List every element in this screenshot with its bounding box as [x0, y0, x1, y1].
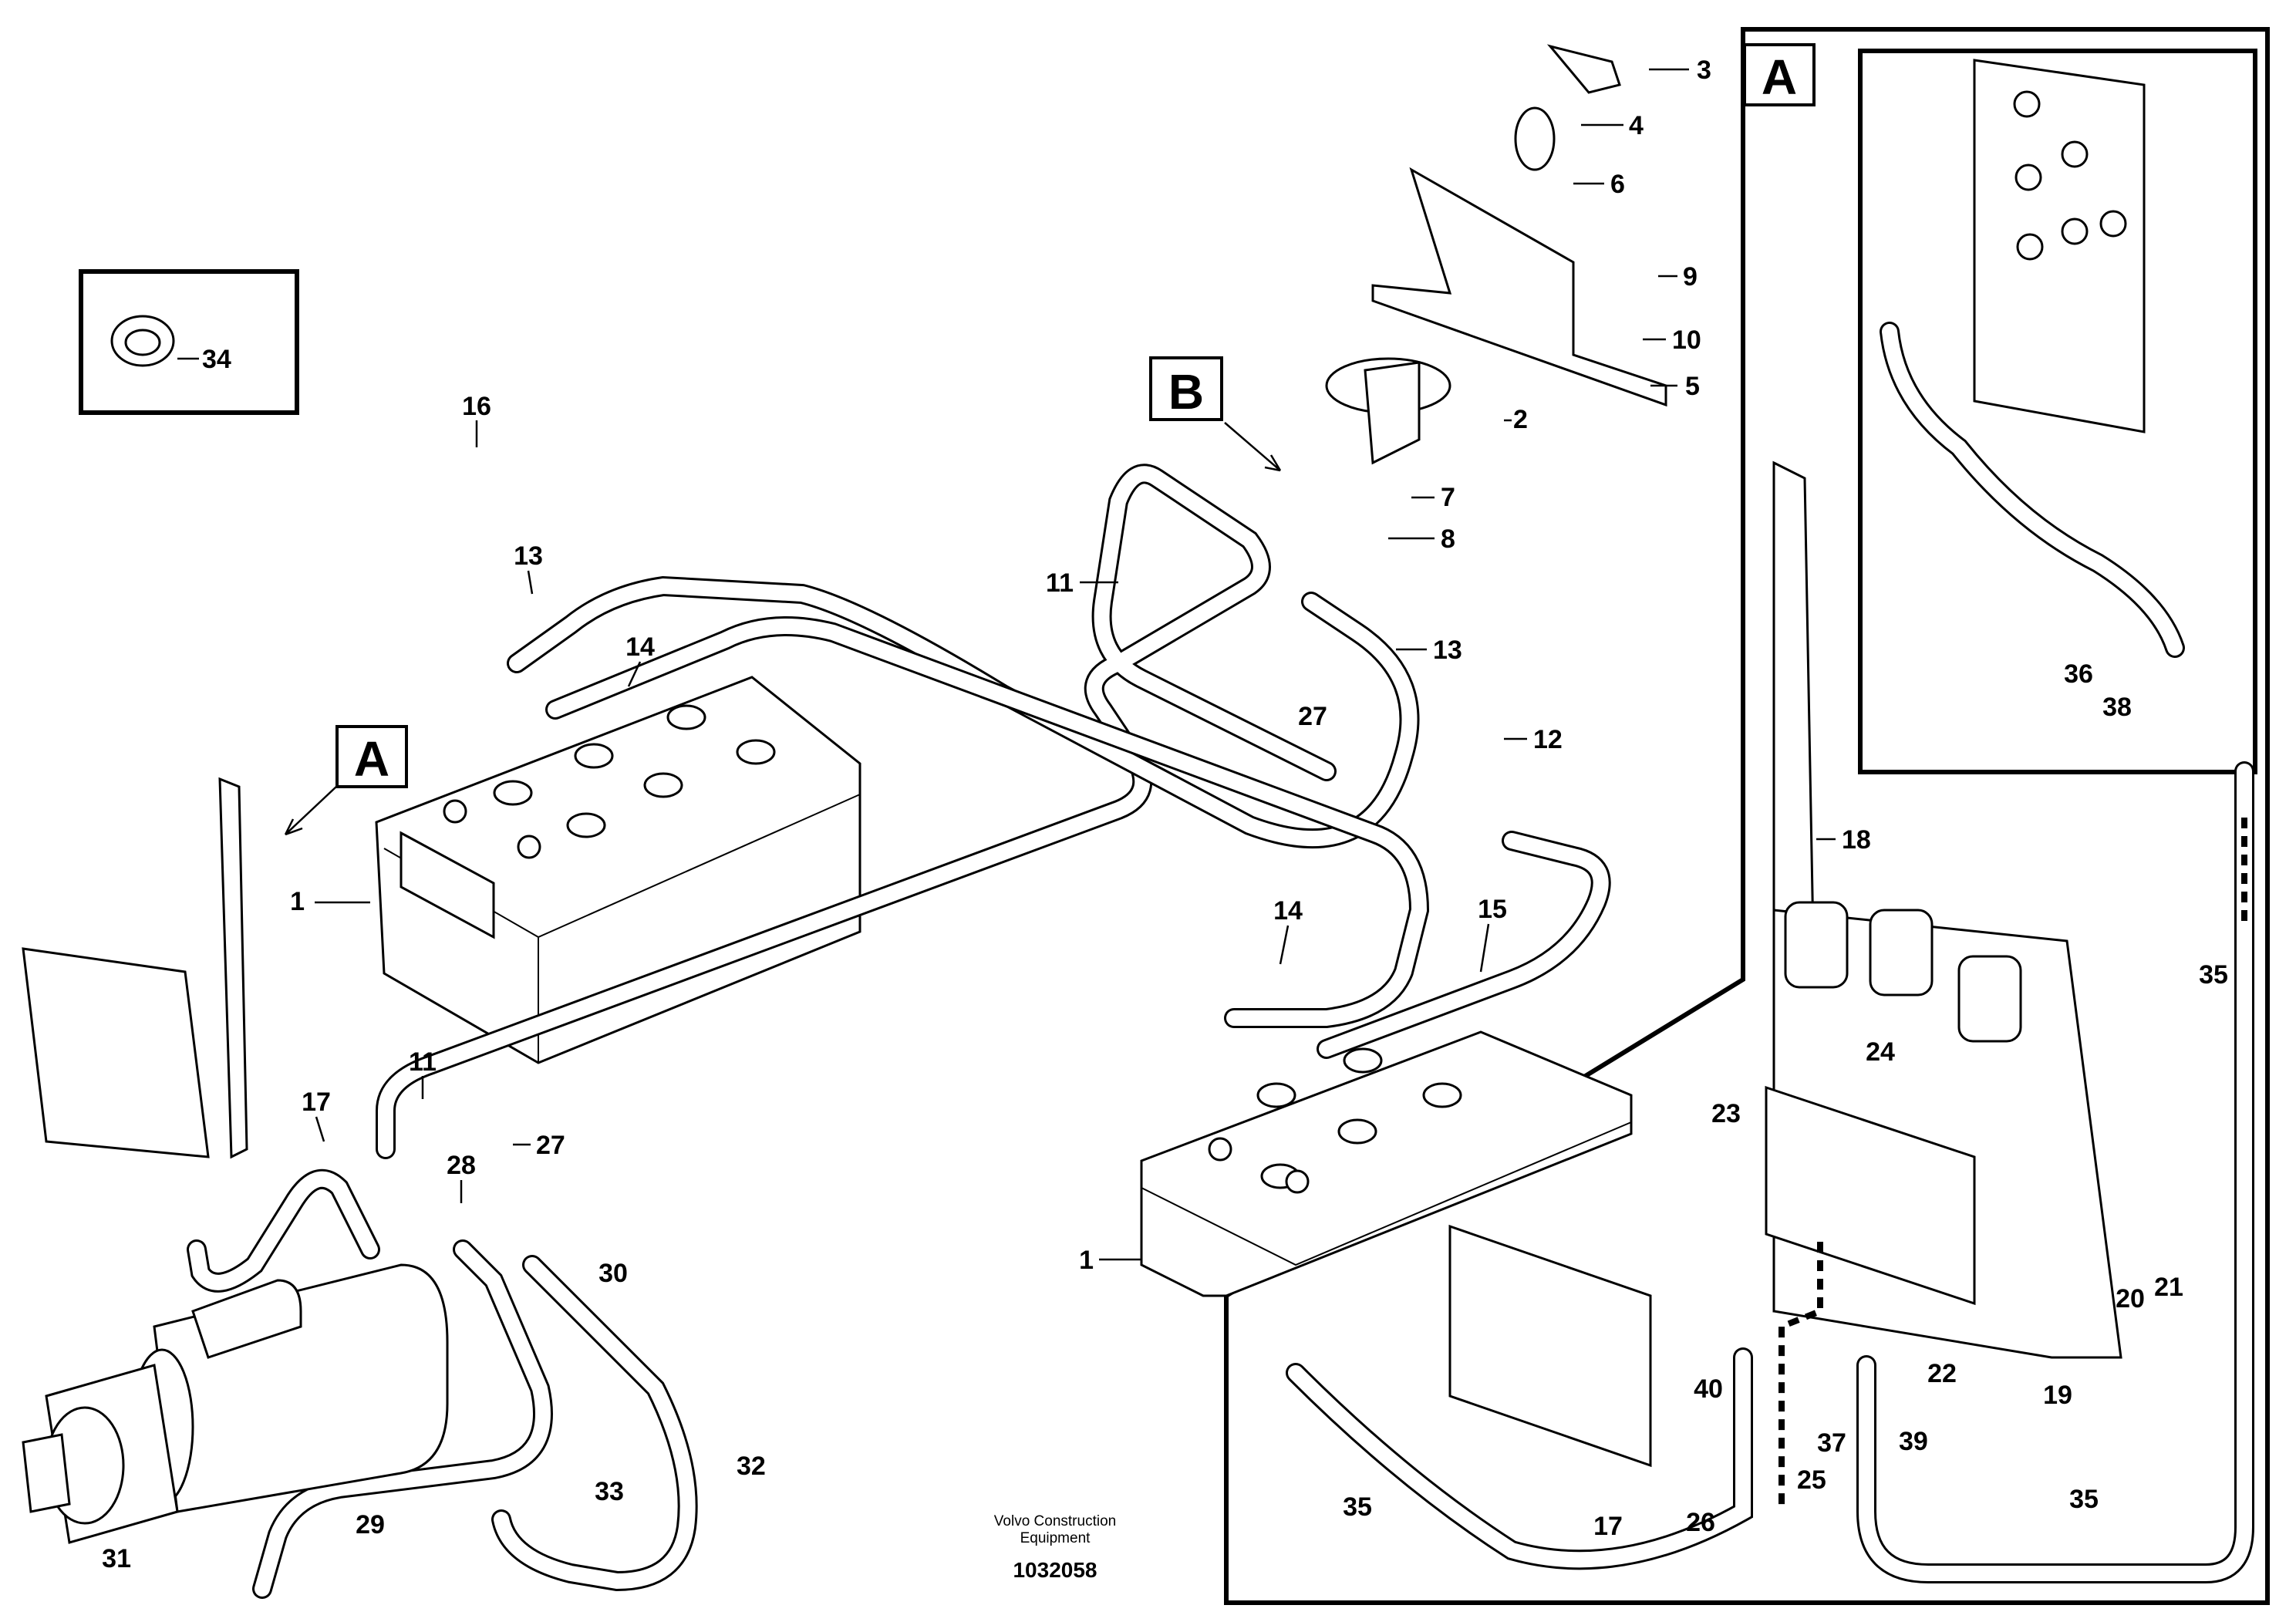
callout-26: 26	[1686, 1508, 1715, 1537]
callout-34: 34	[202, 345, 231, 374]
callout-17-left: 17	[302, 1088, 331, 1117]
cable-17-left	[187, 1168, 380, 1293]
callout-35-left: 35	[1343, 1492, 1372, 1522]
detail-a-left-tag: A	[335, 725, 408, 788]
callout-20: 20	[2116, 1284, 2145, 1313]
cable-13	[507, 575, 1420, 849]
callout-4: 4	[1629, 111, 1644, 140]
mounting-plate-left	[22, 777, 248, 1159]
callout-11-top: 11	[1046, 568, 1074, 598]
cable-17-detail	[1286, 1347, 1753, 1570]
grommet-part-34	[110, 315, 175, 367]
callout-33: 33	[595, 1477, 624, 1506]
callout-6: 6	[1610, 170, 1625, 199]
document-number: 1032058	[1013, 1558, 1097, 1582]
callout-8: 8	[1441, 524, 1455, 554]
callout-22: 22	[1927, 1359, 1957, 1388]
part-34-inset-frame	[79, 269, 299, 415]
battery-switch	[1325, 44, 1621, 465]
callout-12: 12	[1533, 725, 1563, 754]
callout-14-top: 14	[625, 632, 655, 662]
callout-37: 37	[1817, 1428, 1846, 1458]
starter-motor	[22, 1263, 449, 1544]
callout-39: 39	[1899, 1427, 1928, 1456]
callout-2: 2	[1513, 405, 1528, 434]
cable-14-top	[545, 616, 1430, 1028]
callout-23: 23	[1711, 1099, 1741, 1128]
detail-a-inset-frame	[1858, 49, 2257, 774]
callout-7: 7	[1441, 483, 1455, 512]
callout-13-top: 13	[514, 541, 543, 571]
cable-11-long	[376, 464, 1337, 1159]
leader-lines	[177, 68, 1836, 1261]
detail-a-frame	[1224, 27, 2270, 1605]
detail-b-tag: B	[1149, 356, 1223, 421]
cable-29	[252, 1239, 553, 1599]
callout-32: 32	[737, 1452, 766, 1481]
callout-1-bottom: 1	[1079, 1246, 1094, 1275]
callout-16: 16	[462, 392, 491, 421]
callout-27-left: 27	[536, 1131, 565, 1160]
callout-35-top: 35	[2199, 960, 2228, 990]
credit-line-1: Volvo Construction	[994, 1513, 1116, 1529]
detail-a-tag: A	[1743, 43, 1816, 106]
callout-24: 24	[1866, 1037, 1895, 1067]
cable-32	[491, 1255, 698, 1592]
callout-29: 29	[356, 1510, 385, 1539]
svg-text:A: A	[1762, 49, 1797, 105]
callout-5: 5	[1685, 372, 1700, 401]
callout-19: 19	[2043, 1381, 2072, 1410]
callout-31: 31	[102, 1544, 131, 1573]
detail-b-pointer	[1224, 422, 1282, 472]
callout-9: 9	[1683, 262, 1698, 292]
battery-bottom	[1140, 1030, 1633, 1297]
detail-a-left-pointer	[284, 786, 337, 836]
callout-1-top: 1	[290, 887, 305, 916]
inset-cable-inner	[1882, 324, 2183, 656]
inset-panel	[1973, 59, 2146, 433]
fuse-box-cover	[1448, 1224, 1652, 1468]
svg-text:A: A	[354, 731, 389, 787]
callout-35-bottom: 35	[2069, 1485, 2099, 1514]
callout-numbers: 1 1 2 3 4 5 6 7 8 9 10 11 11 12 13 13 14…	[102, 56, 2228, 1573]
callout-40: 40	[1694, 1374, 1723, 1404]
callout-21: 21	[2154, 1273, 2183, 1302]
cable-15	[1317, 831, 1611, 1059]
callout-25: 25	[1797, 1465, 1826, 1495]
credit-line-2: Equipment	[1020, 1530, 1091, 1546]
battery-switch-bracket	[1371, 167, 1667, 407]
callout-14-bottom: 14	[1273, 896, 1303, 926]
callout-15: 15	[1478, 895, 1507, 924]
callout-18: 18	[1842, 825, 1871, 855]
callout-30: 30	[598, 1259, 628, 1288]
cable-39-detail	[1856, 761, 2254, 1583]
callout-38: 38	[2102, 693, 2132, 722]
callout-17-detail: 17	[1593, 1512, 1623, 1541]
callout-27-top: 27	[1298, 702, 1327, 731]
callout-10: 10	[1672, 325, 1701, 355]
callout-13-right: 13	[1433, 636, 1462, 665]
callout-11-bottom: 11	[409, 1047, 437, 1077]
callout-28: 28	[447, 1151, 476, 1180]
callout-36: 36	[2064, 659, 2093, 689]
svg-text:B: B	[1168, 364, 1204, 420]
battery-top	[375, 676, 861, 1064]
callout-3: 3	[1697, 56, 1711, 85]
